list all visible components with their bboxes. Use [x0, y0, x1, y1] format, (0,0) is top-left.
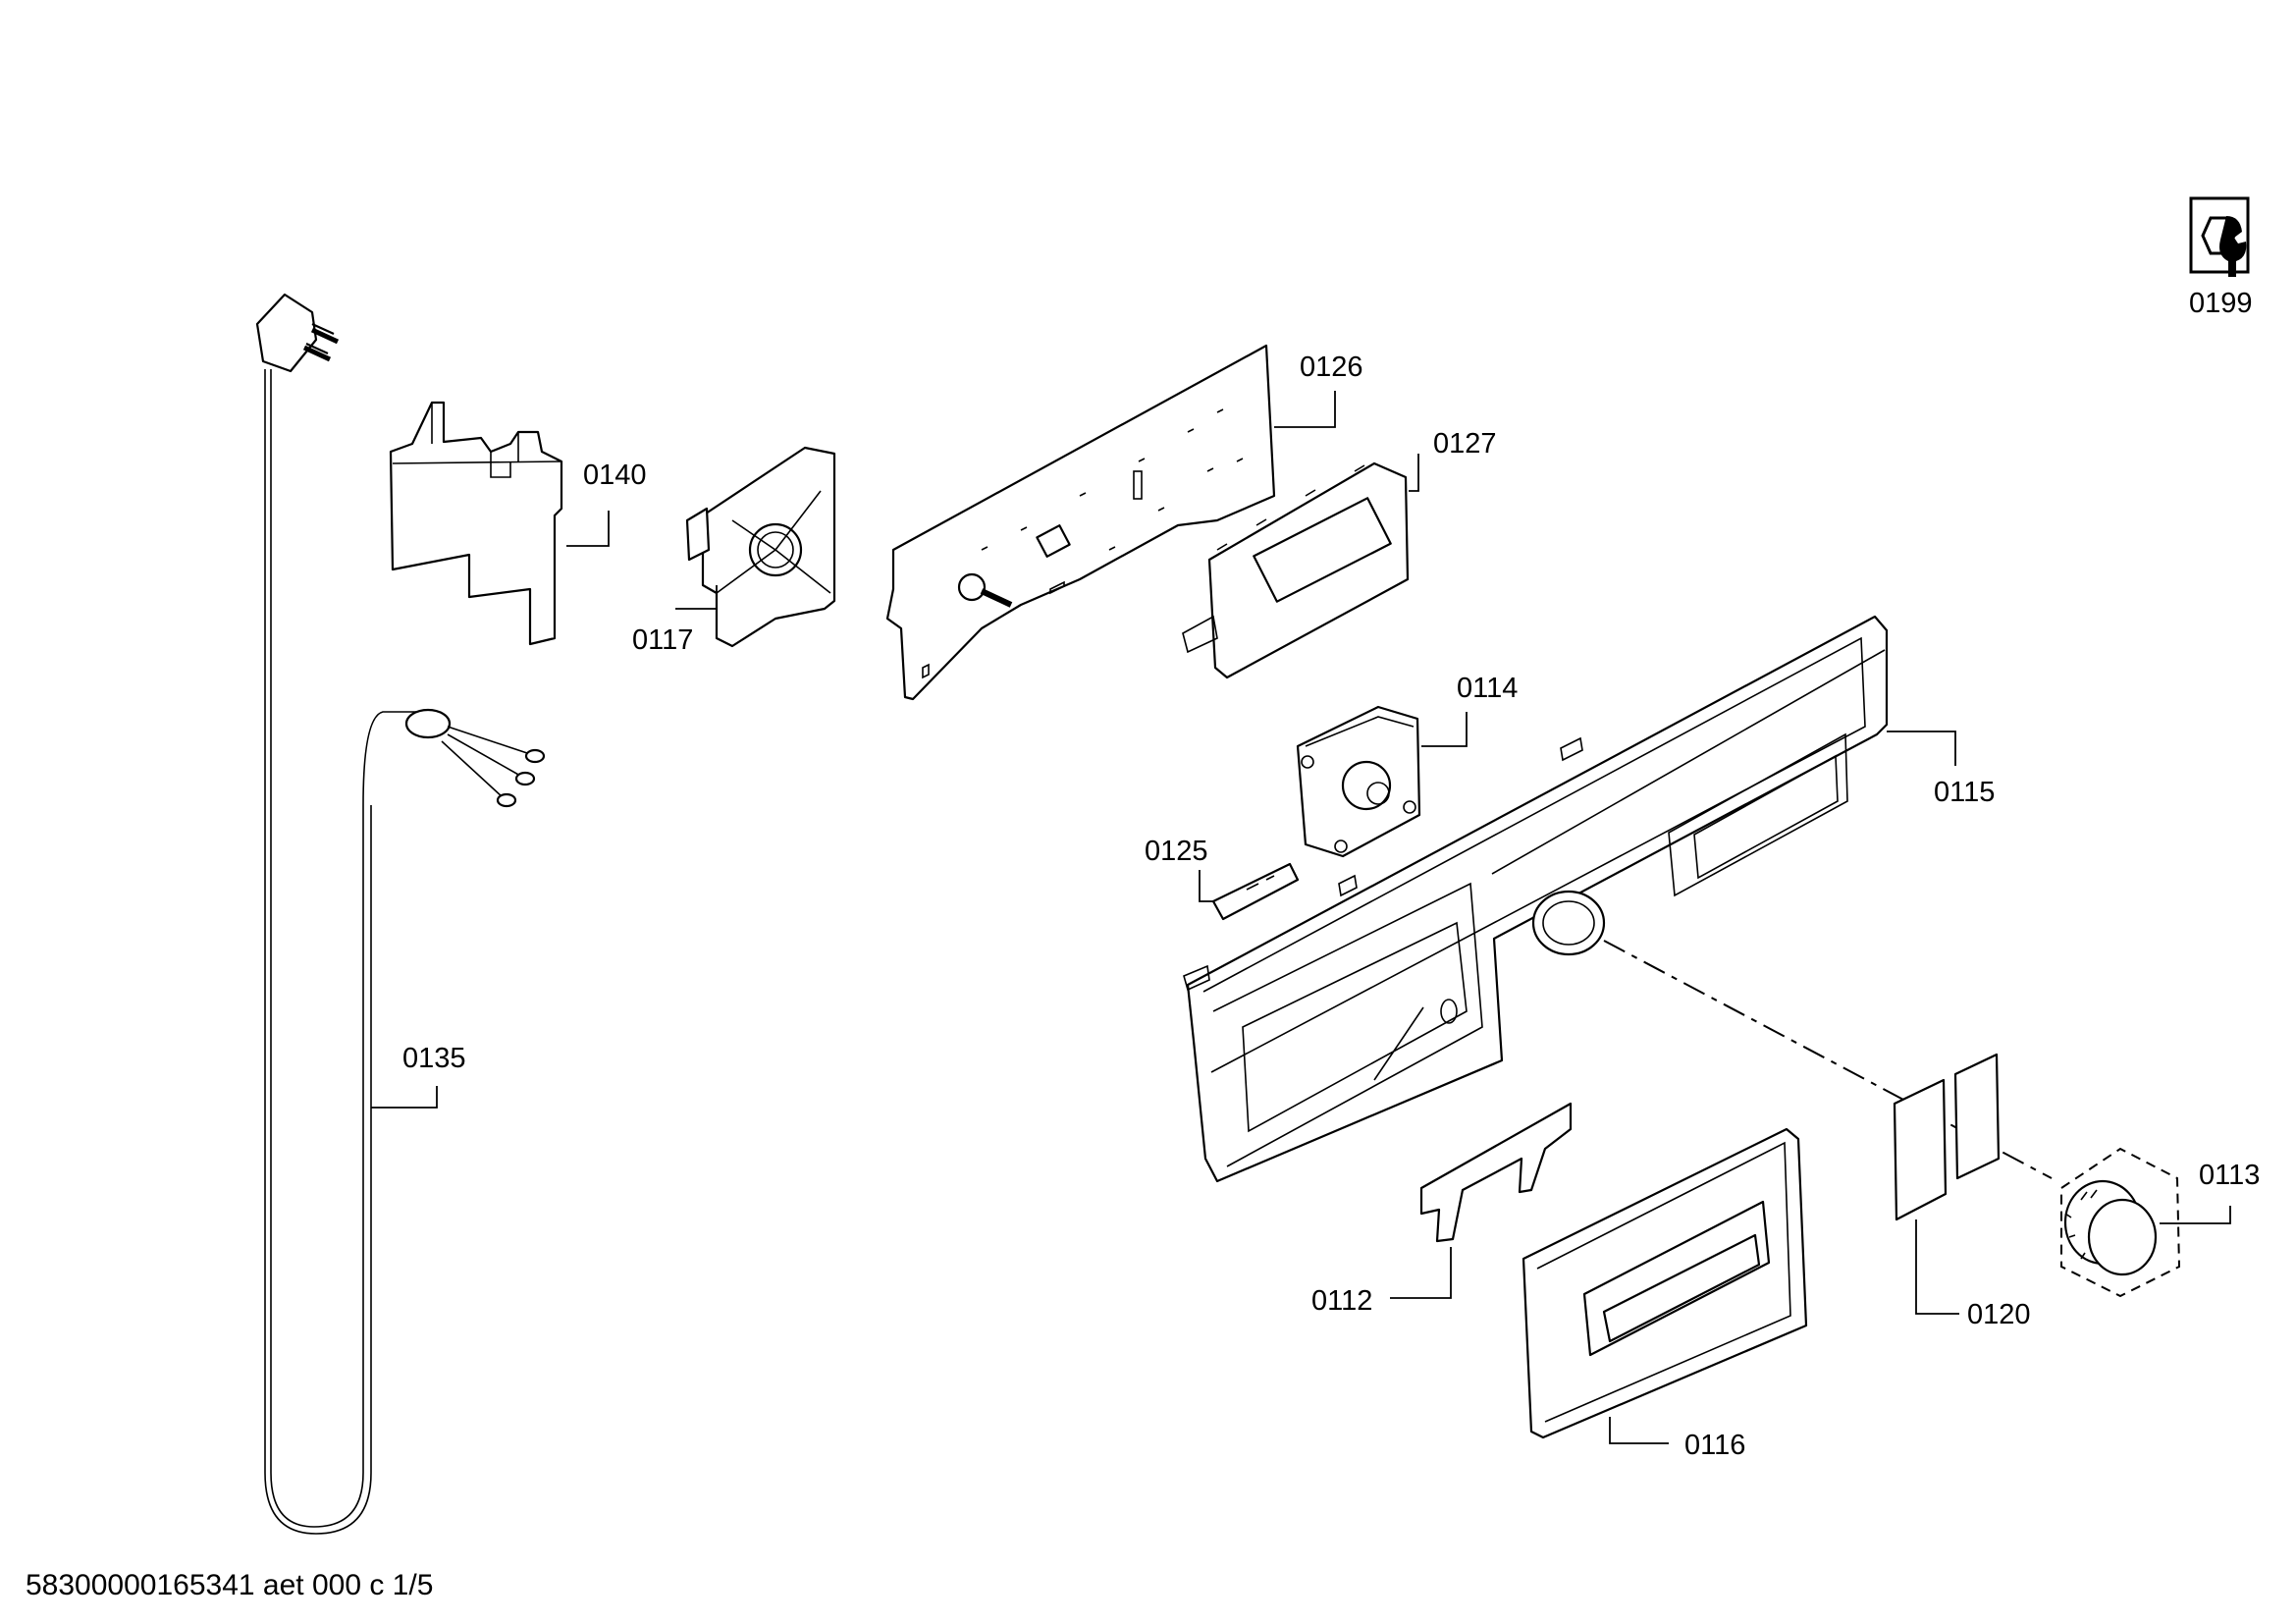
selector-knob [2060, 1147, 2181, 1298]
decor-film [1893, 1053, 2001, 1221]
label-0135: 0135 [402, 1043, 466, 1074]
label-0140: 0140 [583, 460, 647, 491]
label-0112: 0112 [1311, 1285, 1372, 1317]
dispenser-bracket [1419, 1102, 1573, 1243]
power-cord [255, 293, 546, 1535]
drawing-reference-footer: 58300000165341 aet 000 c 1/5 [26, 1569, 434, 1601]
service-tool-icon [2189, 196, 2250, 277]
label-0127: 0127 [1433, 428, 1497, 460]
label-0117: 0117 [632, 624, 693, 656]
label-0126: 0126 [1300, 352, 1363, 383]
main-control-board [885, 344, 1276, 701]
label-0114: 0114 [1457, 673, 1518, 704]
label-0115: 0115 [1934, 777, 1995, 808]
small-circuit-board [1211, 862, 1300, 921]
selector-bracket [685, 446, 836, 648]
display-board [1182, 461, 1410, 679]
label-0199: 0199 [2189, 288, 2253, 319]
control-panel-fascia [1183, 615, 1889, 1183]
label-0125: 0125 [1145, 836, 1208, 867]
label-0120: 0120 [1967, 1299, 2031, 1330]
label-0116: 0116 [1684, 1430, 1745, 1461]
label-0113: 0113 [2199, 1160, 2260, 1191]
rotary-module [1296, 705, 1421, 858]
interference-filter [389, 401, 563, 646]
drawer-handle-panel [1522, 1127, 1808, 1439]
